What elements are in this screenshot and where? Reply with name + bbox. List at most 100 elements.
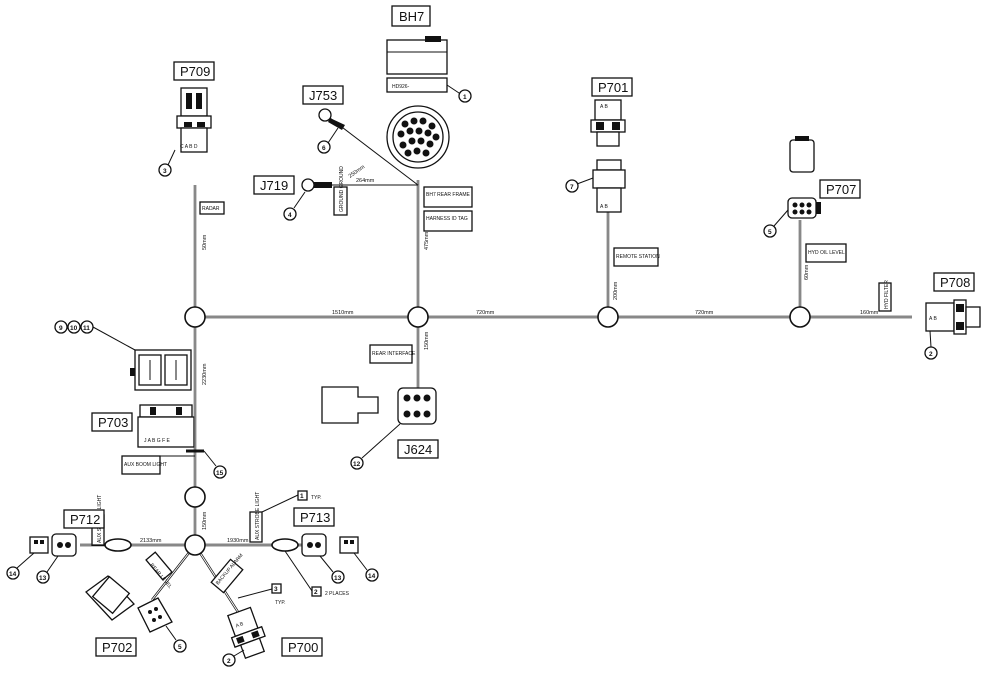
dimension-label: 150mm [202,511,208,530]
svg-text:6: 6 [322,145,326,152]
wire-tag-box [423,186,473,208]
callout-bubble: 13 [36,555,59,584]
dimension-label: 150mm [424,331,430,350]
bh7-part-number: HD926- [392,84,410,90]
p701-tag-box [591,77,633,97]
dimension-label: 475mm [424,231,430,250]
p702-connector[interactable] [85,575,173,633]
p712-tag: P712 [70,512,100,527]
dimension-label: 60mm [804,264,810,280]
bh7-connector[interactable]: HD926- [386,36,450,169]
dimension-label: 160mm [860,310,879,316]
p701-connector[interactable]: A B A B [590,99,626,213]
p700-tag-box [281,637,323,657]
wire-tag-hyd-filter: HYD FILTER [884,280,890,309]
p703-tag: P703 [98,415,128,430]
p700-connector[interactable]: A B [224,606,270,660]
j624-connector[interactable] [321,386,437,425]
svg-text:10: 10 [70,325,78,332]
dimension-label: 720mm [476,310,495,316]
note-flag-typ: TYP. [275,600,285,606]
callout-bubble: 2 [222,649,245,667]
p703-connector[interactable]: J A B G F E [137,404,195,448]
note-flag-number: 3 [274,586,278,593]
relay-fuse-holder[interactable] [130,349,192,391]
p708-connector[interactable]: A B [925,299,981,335]
j753-ring-terminal[interactable] [318,108,345,130]
j624-tag: J624 [404,442,432,457]
p700-pin-letters: A B [235,621,245,630]
svg-text:13: 13 [39,575,47,582]
svg-text:14: 14 [368,573,376,580]
callout-bubble: 4 [283,191,306,221]
p709-pin-letters: C A B D [180,144,198,150]
p701-tag: P701 [598,80,628,95]
svg-text:5: 5 [178,644,182,651]
wire-tag-ground: GROUND GROUND [339,166,345,212]
j753-tag: J753 [309,88,337,103]
junction-node [407,306,429,328]
wire-tag-aux-boom-light: AUX BOOM LIGHT [124,462,167,468]
svg-text:2: 2 [227,658,231,665]
dimension-label: 1930mm [227,538,249,544]
p708-pin-letters: A B [929,316,937,322]
callout-bubble: 3 [158,149,176,177]
svg-text:3: 3 [163,168,167,175]
dimension-label: 50mm [202,234,208,250]
callout-bubble: 5 [763,209,789,238]
note-flag-number: 2 [314,589,318,596]
wire-tag-box [423,210,473,232]
note-flag-typ: TYP. [311,495,321,501]
p701-pin-letters-lower: A B [600,204,608,210]
wire-tag-box [369,344,413,364]
note-flag [271,583,282,594]
junction-node [184,534,206,556]
wire-tag-bh7-rear-frame: BH7 REAR FRAME [426,192,471,198]
j719-tag: J719 [260,178,288,193]
dimension-label: 2133mm [140,538,162,544]
wire-tag-box [199,201,225,215]
callout-bubble: 14 [353,552,379,582]
wire-tag-box [210,558,244,594]
dimension-label: 264mm [356,178,375,184]
svg-text:9: 9 [59,325,63,332]
p712-tag-box [63,509,105,529]
wire-j753-branch [329,117,419,186]
callout-bubble: 12 [350,423,401,470]
callout-bubble: 9 10 11 [54,320,136,351]
callout-bubble: 7 [565,177,594,193]
p713-connector[interactable] [301,533,359,557]
note-flag [311,586,322,597]
dimension-label: 1510mm [332,310,354,316]
svg-text:2: 2 [929,351,933,358]
svg-text:15: 15 [216,470,224,477]
wire-tag-remote-station: REMOTE STATION [616,254,660,260]
bh7-tag-box [391,5,431,27]
p703-tag-box [91,412,133,432]
svg-text:1: 1 [463,94,467,101]
p709-connector[interactable]: C A B D [176,87,212,153]
p707-tag-box [819,179,861,199]
p701-pin-letters: A B [600,104,608,110]
wire-tag-radar: RADAR [202,206,220,212]
wire-tag-hyd-oil-level: HYD OIL LEVEL [808,250,845,256]
dimension-label: 2230mm [202,363,208,385]
splice-oval-left [104,538,132,552]
callout-bubble: 6 [317,127,339,154]
wire-tag-aux-strobe-light-right: AUX STROBE LIGHT [255,492,261,540]
dimension-label: 720mm [695,310,714,316]
p712-connector[interactable] [29,533,77,557]
wire-p702-branch [151,544,196,601]
p707-connector[interactable] [787,136,821,219]
j719-ring-terminal[interactable] [301,178,332,192]
bh7-pin-array [397,117,440,157]
p707-tag: P707 [826,182,856,197]
bh7-tag: BH7 [399,9,424,24]
note-flag-places: 2 PLACES [325,591,350,597]
j719-tag-box [253,175,295,195]
wire-tag-box [249,511,263,543]
wire-tag-harness-id: HARNESS ID TAG [426,216,468,222]
junction-node [184,306,206,328]
p708-tag-box [933,272,975,292]
